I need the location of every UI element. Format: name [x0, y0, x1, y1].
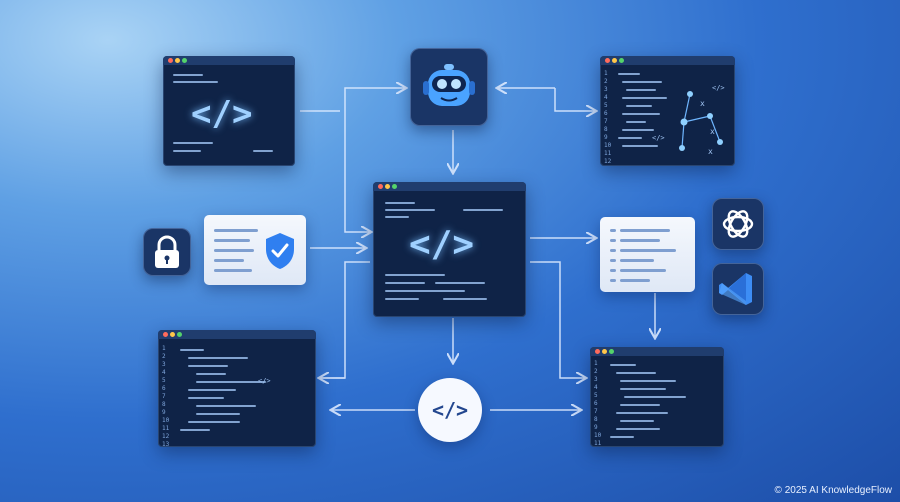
list-card: [600, 217, 695, 292]
code-tag-label: </>: [191, 94, 253, 134]
line-number: 12: [162, 433, 170, 440]
minimize-dot-icon: [612, 58, 617, 63]
window-titlebar: [590, 347, 724, 356]
arrow-center-to-bottom-right: [530, 261, 585, 378]
window-titlebar: [373, 182, 526, 191]
line-number: 6: [594, 400, 598, 407]
line-number: 10: [162, 417, 170, 424]
line-number: 11: [594, 440, 602, 447]
line-number: 12: [604, 158, 612, 165]
arrow-to-top-right: [554, 88, 595, 111]
line-number: 6: [604, 110, 608, 117]
line-number: 4: [604, 94, 608, 101]
code-window-center: </>: [373, 182, 526, 317]
line-number: 10: [604, 142, 612, 149]
line-number: 9: [604, 134, 608, 141]
line-number: 3: [604, 86, 608, 93]
robot-assistant-tile: [410, 48, 488, 126]
line-number: 8: [594, 416, 598, 423]
central-code-tag: </>: [409, 224, 475, 265]
vscode-tile: [712, 263, 764, 315]
vscode-logo-icon: [719, 273, 752, 305]
robot-assistant-icon: [423, 64, 475, 106]
arrow-center-left-down: [320, 261, 370, 379]
close-dot-icon: [605, 58, 610, 63]
line-number: 13: [162, 441, 170, 447]
line-number: 3: [594, 376, 598, 383]
openai-logo-icon: [722, 210, 754, 238]
arrow-to-center-from-top: [344, 111, 370, 232]
line-number: 7: [604, 118, 608, 125]
lock-tile: [143, 228, 191, 276]
arrow-to-robot: [344, 88, 405, 111]
line-number: 5: [162, 377, 166, 384]
line-number: 1: [162, 345, 166, 352]
window-titlebar: [158, 330, 316, 339]
security-card: [204, 215, 306, 285]
small-code-tag: </>: [652, 134, 665, 142]
code-window-top-left: </>: [163, 56, 295, 166]
line-number: 2: [604, 78, 608, 85]
shield-check-icon: [266, 233, 294, 269]
line-number: 5: [594, 392, 598, 399]
line-number: 1: [594, 360, 598, 367]
close-dot-icon: [163, 332, 168, 337]
line-number: 9: [594, 424, 598, 431]
close-dot-icon: [378, 184, 383, 189]
copyright-text: © 2025 AI KnowledgeFlow: [774, 485, 892, 496]
minimize-dot-icon: [385, 184, 390, 189]
maximize-dot-icon: [392, 184, 397, 189]
line-number: 2: [162, 353, 166, 360]
line-number: 4: [162, 369, 166, 376]
line-number: 8: [162, 401, 166, 408]
line-number: 11: [604, 150, 612, 157]
window-titlebar: [163, 56, 295, 65]
line-number: 5: [604, 102, 608, 109]
maximize-dot-icon: [177, 332, 182, 337]
line-number: 10: [594, 432, 602, 439]
line-number: 7: [162, 393, 166, 400]
line-number: 8: [604, 126, 608, 133]
svg-text:x: x: [708, 147, 713, 156]
svg-text:x: x: [700, 99, 705, 108]
line-number: 3: [162, 361, 166, 368]
maximize-dot-icon: [182, 58, 187, 63]
line-number: 4: [594, 384, 598, 391]
maximize-dot-icon: [609, 349, 614, 354]
small-code-tag: </>: [712, 84, 725, 92]
line-number: 1: [604, 70, 608, 77]
minimize-dot-icon: [170, 332, 175, 337]
window-titlebar: [600, 56, 735, 65]
line-number: 2: [594, 368, 598, 375]
line-number: 6: [162, 385, 166, 392]
line-number: 11: [162, 425, 170, 432]
svg-text:x: x: [710, 127, 715, 136]
maximize-dot-icon: [619, 58, 624, 63]
line-number: 9: [162, 409, 166, 416]
node-graph-icon: x x x: [679, 91, 723, 156]
lock-icon: [155, 235, 179, 268]
code-circle-node: </>: [418, 378, 482, 442]
close-dot-icon: [595, 349, 600, 354]
minimize-dot-icon: [602, 349, 607, 354]
line-number: 7: [594, 408, 598, 415]
small-code-tag: </>: [258, 377, 271, 385]
minimize-dot-icon: [175, 58, 180, 63]
close-dot-icon: [168, 58, 173, 63]
code-brackets-icon: </>: [431, 398, 469, 422]
openai-tile: [712, 198, 764, 250]
